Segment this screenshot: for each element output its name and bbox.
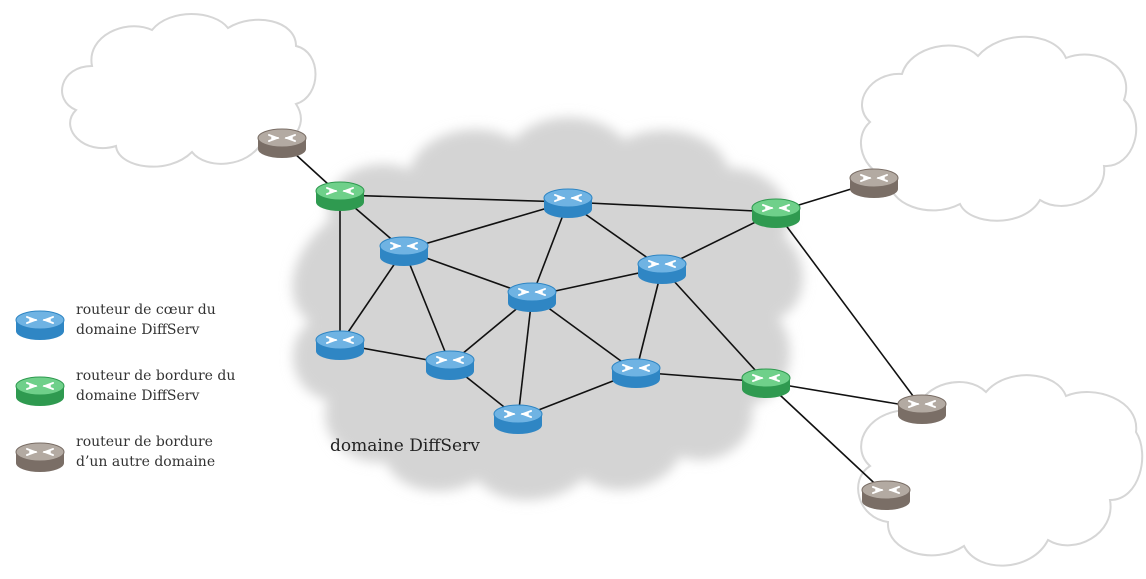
core-router-c8 xyxy=(493,404,543,434)
link-c2-c6 xyxy=(403,249,451,365)
legend-item-core: routeur de cœur du domaine DiffServ xyxy=(0,296,300,356)
external-router-x1 xyxy=(257,128,307,158)
legend-core-line2: domaine DiffServ xyxy=(76,322,200,338)
core-router-c6 xyxy=(425,350,475,380)
link-e1-c1 xyxy=(339,194,569,203)
external-router-icon xyxy=(15,442,65,472)
link-c1-c2 xyxy=(403,201,569,251)
core-router-c2 xyxy=(379,236,429,266)
legend-other-line2: d’un autre domaine xyxy=(76,454,216,470)
legend-label-other: routeur de bordure d’un autre domaine xyxy=(76,432,215,472)
link-c1-e2 xyxy=(567,201,777,213)
core-router-c5 xyxy=(315,330,365,360)
legend-edge-line1: routeur de bordure du xyxy=(76,368,236,384)
legend-core-line1: routeur de cœur du xyxy=(76,302,216,318)
external-router-x2 xyxy=(849,168,899,198)
link-c4-c8 xyxy=(517,295,533,419)
link-c3-e3 xyxy=(661,267,767,383)
domain-label: domaine DiffServ xyxy=(330,436,480,456)
legend-other-line1: routeur de bordure xyxy=(76,434,213,450)
link-e3-x4 xyxy=(765,381,887,495)
external-router-x3 xyxy=(897,394,947,424)
external-router-x4 xyxy=(861,480,911,510)
core-router-c7 xyxy=(611,358,661,388)
legend-label-core: routeur de cœur du domaine DiffServ xyxy=(76,300,216,340)
core-router-icon xyxy=(15,310,65,340)
core-router-c3 xyxy=(637,254,687,284)
legend-item-other: routeur de bordure d’un autre domaine xyxy=(0,428,300,488)
edge-router-e2 xyxy=(751,198,801,228)
link-c3-c7 xyxy=(635,267,663,373)
link-e3-x3 xyxy=(765,381,923,409)
nodes-layer xyxy=(257,128,947,510)
core-router-c1 xyxy=(543,188,593,218)
core-router-c4 xyxy=(507,282,557,312)
legend-edge-line2: domaine DiffServ xyxy=(76,388,200,404)
edge-router-e3 xyxy=(741,368,791,398)
link-e2-x3 xyxy=(775,211,923,409)
legend-item-edge: routeur de bordure du domaine DiffServ xyxy=(0,362,300,422)
external-cloud-right-top xyxy=(860,35,1138,222)
edge-router-icon xyxy=(15,376,65,406)
legend-label-edge: routeur de bordure du domaine DiffServ xyxy=(76,366,235,406)
edge-router-e1 xyxy=(315,181,365,211)
link-c2-c5 xyxy=(339,249,405,345)
